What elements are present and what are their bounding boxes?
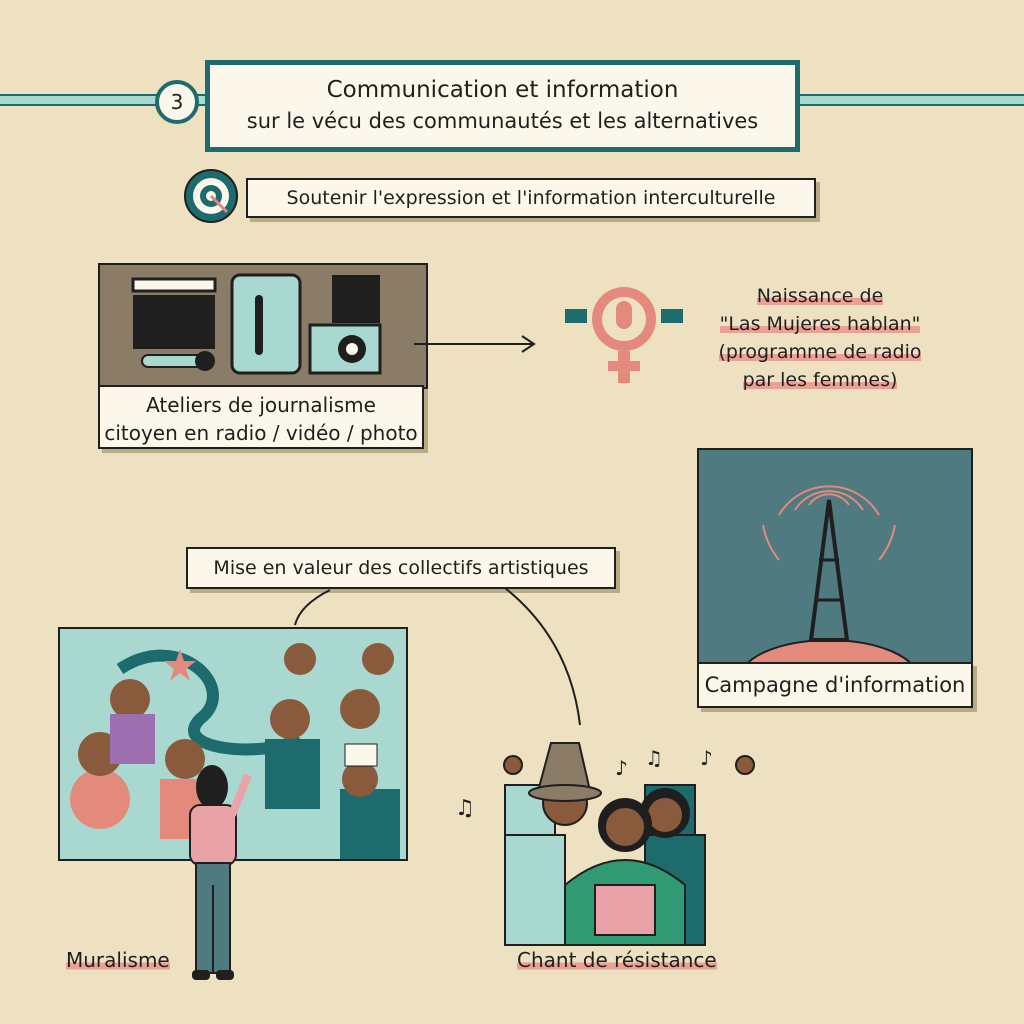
workshops-box: Ateliers de journalisme citoyen en radio… <box>98 385 424 449</box>
workshops-illustration <box>98 263 428 389</box>
artists-label: Mise en valeur des collectifs artistique… <box>213 557 589 579</box>
artists-box: Mise en valeur des collectifs artistique… <box>186 547 616 589</box>
section-number: 3 <box>170 90 184 114</box>
workshops-line1: Ateliers de journalisme <box>146 393 376 417</box>
section-title-box: Communication et information sur le vécu… <box>205 60 800 152</box>
section-number-badge: 3 <box>155 80 199 124</box>
painter-figure <box>189 765 252 980</box>
radio-line4: par les femmes) <box>742 369 898 391</box>
muralism-label-wrap: Muralisme <box>66 948 170 972</box>
svg-text:♫: ♫ <box>645 746 663 770</box>
svg-text:♫: ♫ <box>455 796 475 821</box>
svg-text:♪: ♪ <box>615 756 628 780</box>
radio-line1: Naissance de <box>756 285 884 307</box>
svg-text:♪: ♪ <box>700 746 713 770</box>
campaign-label: Campagne d'information <box>704 673 966 697</box>
radio-program-text: Naissance de "Las Mujeres hablan" (progr… <box>690 282 950 394</box>
objective-box: Soutenir l'expression et l'information i… <box>246 178 816 218</box>
objective-label: Soutenir l'expression et l'information i… <box>286 187 776 209</box>
section-title-line2: sur le vécu des communautés et les alter… <box>246 109 759 133</box>
campaign-box: Campagne d'information <box>697 662 973 708</box>
target-icon <box>184 169 238 223</box>
section-title-line1: Communication et information <box>326 77 679 103</box>
radio-tower-illustration <box>697 448 973 668</box>
muralism-label: Muralisme <box>66 948 170 972</box>
radio-line2: "Las Mujeres hablan" <box>719 313 921 335</box>
arrow-icon <box>414 335 536 353</box>
notebook-icon <box>230 273 302 375</box>
workshops-line2: citoyen en radio / vidéo / photo <box>104 421 418 445</box>
female-microphone-icon <box>565 287 683 383</box>
singing-label-wrap: Chant de résistance <box>517 948 717 972</box>
clapperboard-icon <box>133 295 215 349</box>
radio-line3: (programme de radio <box>718 341 922 363</box>
singers-illustration: ♫ ♪ ♫ ♪ <box>455 742 755 946</box>
singing-label: Chant de résistance <box>517 948 717 972</box>
